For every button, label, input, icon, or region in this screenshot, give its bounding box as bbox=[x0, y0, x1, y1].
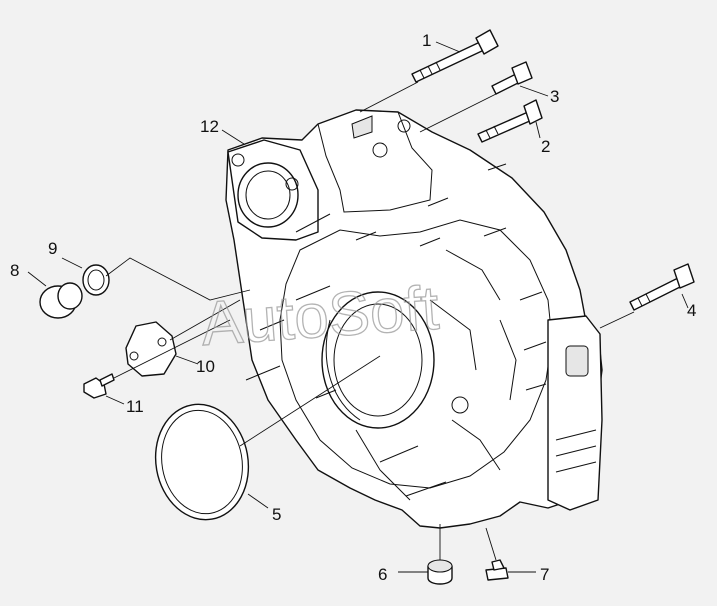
bolt-4 bbox=[629, 263, 695, 311]
callout-2: 2 bbox=[541, 137, 550, 156]
bushing-6 bbox=[427, 559, 453, 585]
callout-9: 9 bbox=[48, 239, 57, 258]
bolt-3 bbox=[491, 61, 533, 95]
callout-8: 8 bbox=[10, 261, 19, 280]
seal-ring-5 bbox=[154, 403, 250, 521]
callout-labels: 1 2 3 4 5 6 7 8 9 10 11 12 bbox=[10, 31, 696, 584]
callout-7: 7 bbox=[540, 565, 549, 584]
bolt-2 bbox=[477, 99, 543, 143]
callout-5: 5 bbox=[272, 505, 281, 524]
callout-12: 12 bbox=[200, 117, 219, 136]
flywheel-housing bbox=[225, 109, 603, 529]
callout-4: 4 bbox=[687, 301, 696, 320]
leader-lines bbox=[27, 41, 689, 573]
watermark: AutoSoft bbox=[199, 274, 441, 359]
plug-8 bbox=[39, 282, 83, 319]
callout-10: 10 bbox=[196, 357, 215, 376]
callout-3: 3 bbox=[550, 87, 559, 106]
plug-7 bbox=[485, 559, 509, 581]
screw-11 bbox=[83, 373, 115, 399]
bolt-1 bbox=[411, 29, 499, 83]
callout-11: 11 bbox=[126, 397, 144, 416]
callout-1: 1 bbox=[422, 31, 431, 50]
washer-9 bbox=[82, 264, 110, 296]
cover-plate-10 bbox=[125, 321, 177, 377]
callout-6: 6 bbox=[378, 565, 387, 584]
